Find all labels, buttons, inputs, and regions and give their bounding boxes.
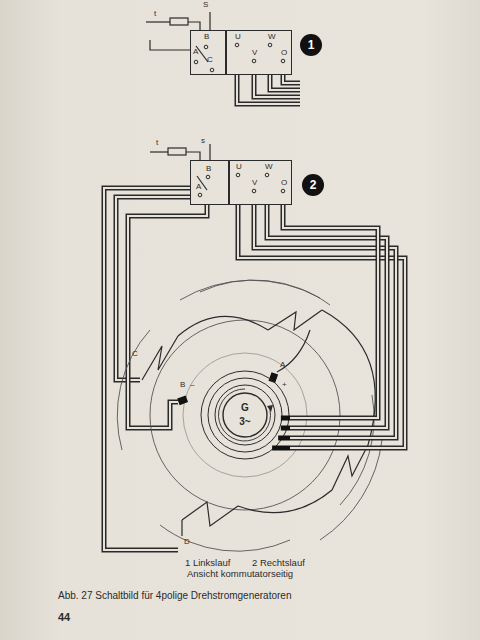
terminal-box: U W V O: [226, 30, 292, 75]
field-coils: [142, 310, 375, 536]
terminal-label: C: [132, 350, 138, 358]
terminal-box: BA: [190, 160, 229, 205]
callout-number: 1: [308, 39, 315, 51]
terminal-label: V: [252, 49, 257, 57]
terminal-label: B: [204, 33, 209, 41]
phase-wire: [254, 205, 396, 438]
terminal-label: A: [196, 183, 201, 191]
terminal-box: BA C: [190, 30, 226, 75]
page-number: 44: [58, 612, 70, 623]
callout-number: 2: [310, 179, 317, 191]
slip-rings: [200, 370, 290, 460]
callout-number: 2: [302, 174, 324, 196]
terminal-label: O: [281, 49, 287, 57]
terminal-label: W: [265, 163, 273, 171]
machine-symbol-text: 3~: [239, 417, 250, 427]
terminal-dots: [194, 43, 285, 197]
terminal-label: A: [280, 361, 285, 369]
resistor-symbol: [150, 144, 210, 190]
legend-note: 1 Linkslauf: [185, 558, 230, 568]
terminal-label: V: [252, 179, 257, 187]
machine-symbol-text: G: [241, 403, 249, 413]
terminal-label: W: [268, 33, 276, 41]
output-wires-1: [237, 75, 300, 104]
terminal-label: B: [206, 165, 211, 173]
callout-number: 1: [300, 34, 322, 56]
terminal-label: U: [235, 33, 241, 41]
legend-note: 2 Rechtslauf: [252, 558, 305, 568]
terminal-label: +: [282, 381, 287, 389]
terminal-label: C: [207, 56, 213, 64]
field-wires: [104, 188, 207, 550]
phase-wire: [283, 205, 378, 418]
generator: G 3~: [200, 370, 290, 460]
legend-note: Ansicht kommutatorseitig: [187, 569, 293, 579]
terminal-box: U WV O: [229, 160, 292, 205]
phase-wire: [267, 205, 387, 428]
terminal-label: B: [180, 381, 185, 389]
terminal-label: –: [190, 381, 194, 389]
terminal-label: O: [281, 179, 287, 187]
terminal-label: D: [184, 538, 190, 546]
terminal-label: t: [154, 10, 156, 18]
figure-caption: Abb. 27 Schaltbild für 4polige Drehstrom…: [58, 591, 291, 601]
terminal-label: U: [236, 163, 242, 171]
terminal-label: s: [201, 137, 205, 145]
phase-wire: [238, 205, 405, 448]
terminal-label: t: [156, 139, 158, 147]
carbon-brushes: [177, 330, 310, 405]
terminal-label: S: [203, 1, 208, 9]
resistor-symbol: [146, 12, 210, 62]
terminal-label: A: [193, 48, 198, 56]
